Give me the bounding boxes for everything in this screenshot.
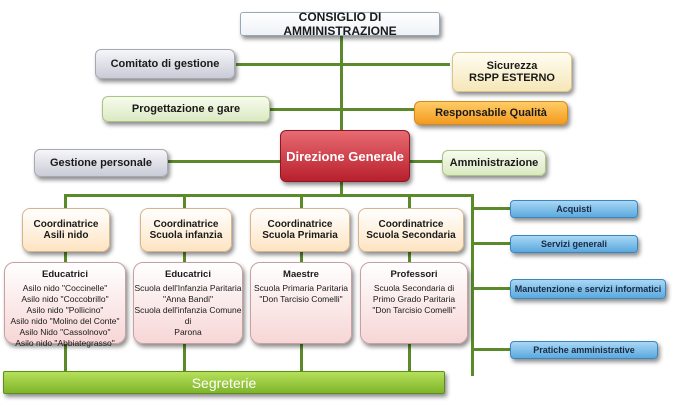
staff-infanzia-box: Educatrici Scuola dell'Infanzia Paritari… <box>133 262 243 344</box>
staff-line: Asilo nido "Abbiategrasso" <box>15 338 115 348</box>
amministrazione-box: Amministrazione <box>442 150 546 176</box>
staff-primaria-box: Maestre Scuola Primaria Paritaria "Don T… <box>250 262 352 344</box>
staff-line: Asilo nido "Molino del Conte" <box>10 316 120 326</box>
coordinator-primaria-box: Coordinatrice Scuola Primaria <box>250 208 350 252</box>
gestione-personale-label: Gestione personale <box>49 157 153 169</box>
sicurezza-label: Sicurezza <box>486 60 538 72</box>
staff-role: Maestre <box>283 269 319 280</box>
staff-secondaria-box: Professori Scuola Secondaria di Primo Gr… <box>360 262 468 344</box>
staff-line: Asilo nido "Pollicino" <box>26 305 104 315</box>
staff-role: Educatrici <box>165 269 211 280</box>
staff-line: "Anna Bandi" <box>163 294 213 304</box>
board-label: CONSIGLIO DI AMMINISTRAZIONE <box>283 10 397 38</box>
staff-line: Scuola dell'Infanzia Paritaria <box>134 283 242 293</box>
staff-line: "Don Tarcisio Comelli" <box>259 294 343 304</box>
service-label: Manutenzione e servizi informatici <box>514 284 662 294</box>
segreterie-label: Segreterie <box>191 374 257 391</box>
staff-line: Scuola dell'infanzia Comune di <box>134 305 242 326</box>
service-label: Servizi generali <box>540 239 608 249</box>
staff-line: Asilo nido "Coccobrillo" <box>21 294 109 304</box>
coordinator-sub: Scuola Secondaria <box>366 230 456 241</box>
amministrazione-label: Amministrazione <box>449 157 539 169</box>
gestione-personale-box: Gestione personale <box>34 149 168 177</box>
staff-line: Primo Grado Paritaria <box>372 294 456 304</box>
staff-line: Asilo Nido "Cassolnovo" <box>19 327 111 337</box>
coordinator-title: Coordinatrice <box>378 219 444 230</box>
coordinator-title: Coordinatrice <box>267 219 333 230</box>
staff-role: Educatrici <box>42 269 88 280</box>
qualita-box: Responsabile Qualità <box>414 101 568 125</box>
staff-line: Parona <box>174 327 202 337</box>
direzione-label: Direzione Generale <box>286 148 404 164</box>
coordinator-title: Coordinatrice <box>153 219 219 230</box>
coordinator-secondaria-box: Coordinatrice Scuola Secondaria <box>358 208 464 252</box>
sicurezza-box: Sicurezza RSPP ESTERNO <box>452 52 572 92</box>
service-manutenzione-box: Manutenzione e servizi informatici <box>510 279 666 299</box>
staff-line: "Don Tarcisio Comelli" <box>372 305 456 315</box>
staff-line: Asilo nido "Coccinelle" <box>22 283 108 293</box>
progettazione-box: Progettazione e gare <box>102 96 270 122</box>
direzione-box: Direzione Generale <box>280 130 410 182</box>
service-pratiche-box: Pratiche amministrative <box>510 341 658 359</box>
segreterie-bar: Segreterie <box>3 371 445 394</box>
sicurezza-sub-label: RSPP ESTERNO <box>469 72 555 84</box>
staff-line: Scuola Primaria Paritaria <box>253 283 348 293</box>
coordinator-sub: Scuola infanzia <box>149 230 223 241</box>
comitato-box: Comitato di gestione <box>95 49 235 79</box>
coordinator-sub: Asili nido <box>43 230 89 241</box>
coordinator-title: Coordinatrice <box>33 219 99 230</box>
board-box: CONSIGLIO DI AMMINISTRAZIONE <box>240 10 440 38</box>
qualita-label: Responsabile Qualità <box>435 107 547 119</box>
progettazione-label: Progettazione e gare <box>131 103 241 115</box>
staff-role: Professori <box>390 269 438 280</box>
service-acquisti-box: Acquisti <box>510 200 638 218</box>
coordinator-sub: Scuola Primaria <box>262 230 338 241</box>
staff-asili-box: Educatrici Asilo nido "Coccinelle" Asilo… <box>4 262 126 348</box>
service-label: Acquisti <box>556 204 592 214</box>
coordinator-infanzia-box: Coordinatrice Scuola infanzia <box>140 208 232 252</box>
service-servizi-generali-box: Servizi generali <box>510 235 638 253</box>
staff-line: Scuola Secondaria di <box>373 283 455 293</box>
comitato-label: Comitato di gestione <box>110 58 220 70</box>
coordinator-asili-box: Coordinatrice Asili nido <box>22 208 110 252</box>
service-label: Pratiche amministrative <box>533 345 635 355</box>
